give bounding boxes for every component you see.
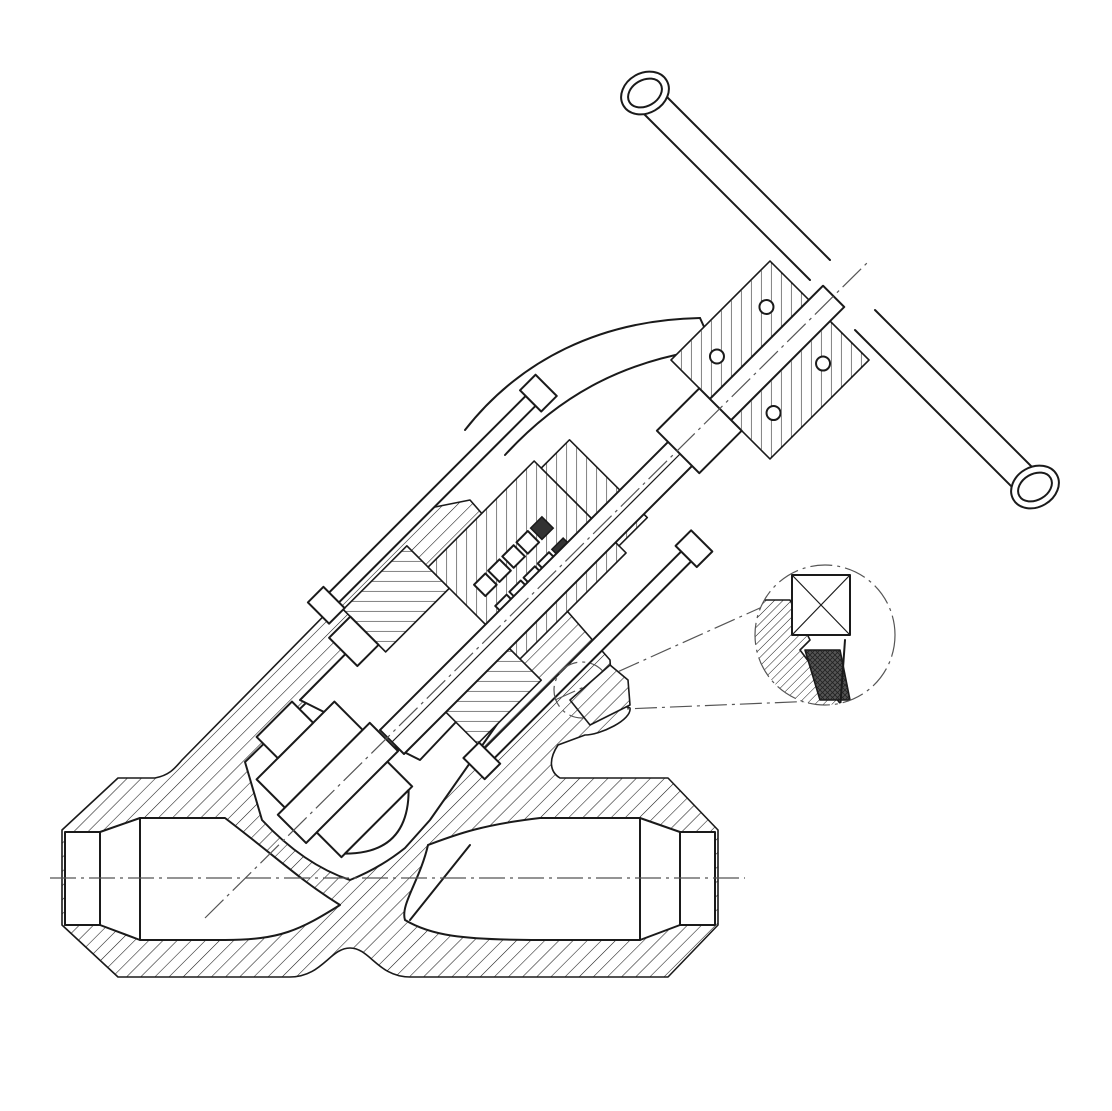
neck-lug (569, 664, 631, 726)
detail-view (754, 564, 896, 706)
valve-disc (255, 700, 414, 859)
outlet-bore (403, 817, 716, 941)
center-lines (50, 259, 871, 919)
inlet-bore (64, 817, 341, 941)
bonnet (306, 373, 714, 781)
handle-bar (620, 70, 1060, 510)
yoke-nut-housing (655, 260, 870, 475)
detail-callout (553, 564, 896, 719)
